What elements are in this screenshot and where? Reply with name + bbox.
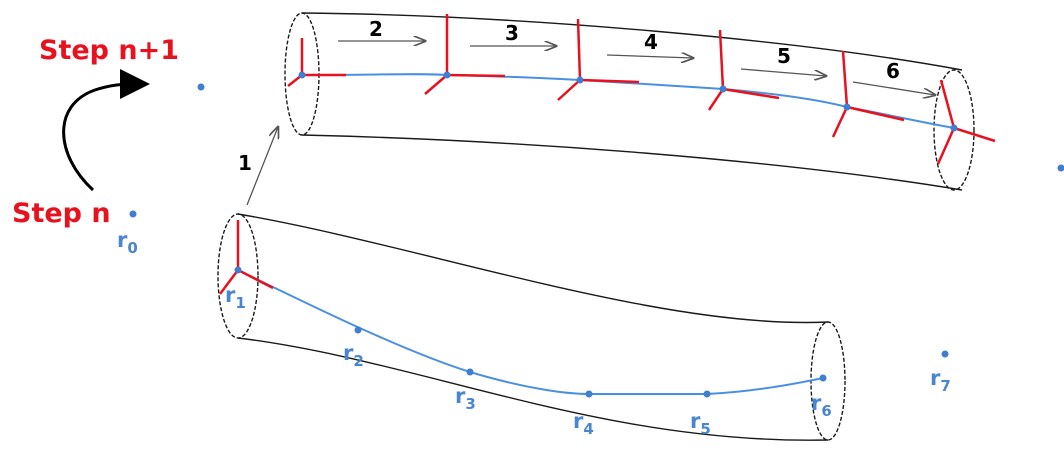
upper-frame-3 xyxy=(558,19,639,100)
sequence-number-2: 2 xyxy=(369,17,383,41)
node-label-r7: r7 xyxy=(930,366,951,395)
upper-frame-2 xyxy=(425,14,505,94)
move-arrow-6 xyxy=(853,82,935,95)
node-points xyxy=(130,72,1064,398)
lower-tube xyxy=(218,214,845,440)
node-point-upper-1 xyxy=(299,72,306,79)
move-arrow-4 xyxy=(607,55,693,58)
node-label-r1: r1 xyxy=(225,283,246,312)
upper-tube xyxy=(285,13,995,190)
node-point-r4 xyxy=(586,391,593,398)
sequence-number-4: 4 xyxy=(644,30,658,54)
node-point-r0 xyxy=(130,211,137,218)
node-label-r0: r0 xyxy=(117,228,138,257)
move-arrow-5 xyxy=(741,69,826,76)
lower-path-line xyxy=(238,270,823,394)
lower-tube-outline xyxy=(238,214,828,440)
node-point-r2 xyxy=(355,327,362,334)
node-point-upper-7 xyxy=(1058,165,1064,172)
node-point-upper-4 xyxy=(720,86,727,93)
step-n-label: Step n xyxy=(12,198,111,229)
node-point-r7 xyxy=(942,351,949,358)
upper-tube-outline xyxy=(302,13,962,190)
sequence-number-5: 5 xyxy=(777,44,791,68)
node-point-upper-6 xyxy=(951,125,958,132)
upper-frame-6 xyxy=(938,80,995,164)
node-point-r3 xyxy=(467,369,474,376)
node-point-r6 xyxy=(820,375,827,382)
sequence-number-3: 3 xyxy=(505,21,519,45)
node-point-r5 xyxy=(704,391,711,398)
node-point-upper-5 xyxy=(844,104,851,111)
sequence-number-6: 6 xyxy=(886,59,900,83)
node-point-upper-2 xyxy=(444,72,451,79)
node-label-r4: r4 xyxy=(573,409,594,438)
node-label-r2: r2 xyxy=(343,341,364,370)
node-point-r1 xyxy=(235,267,242,274)
sequence-number-1: 1 xyxy=(238,151,252,175)
node-point-upper-3 xyxy=(577,77,584,84)
lower-tube-end-cap xyxy=(811,322,845,440)
node-point-upper-0 xyxy=(198,84,205,91)
curved-arrow-icon xyxy=(64,84,135,190)
node-labels: r0 r1 r2 r3 r4 r5 r6 r7 xyxy=(117,228,951,438)
step-n-plus-1-label: Step n+1 xyxy=(39,35,179,66)
